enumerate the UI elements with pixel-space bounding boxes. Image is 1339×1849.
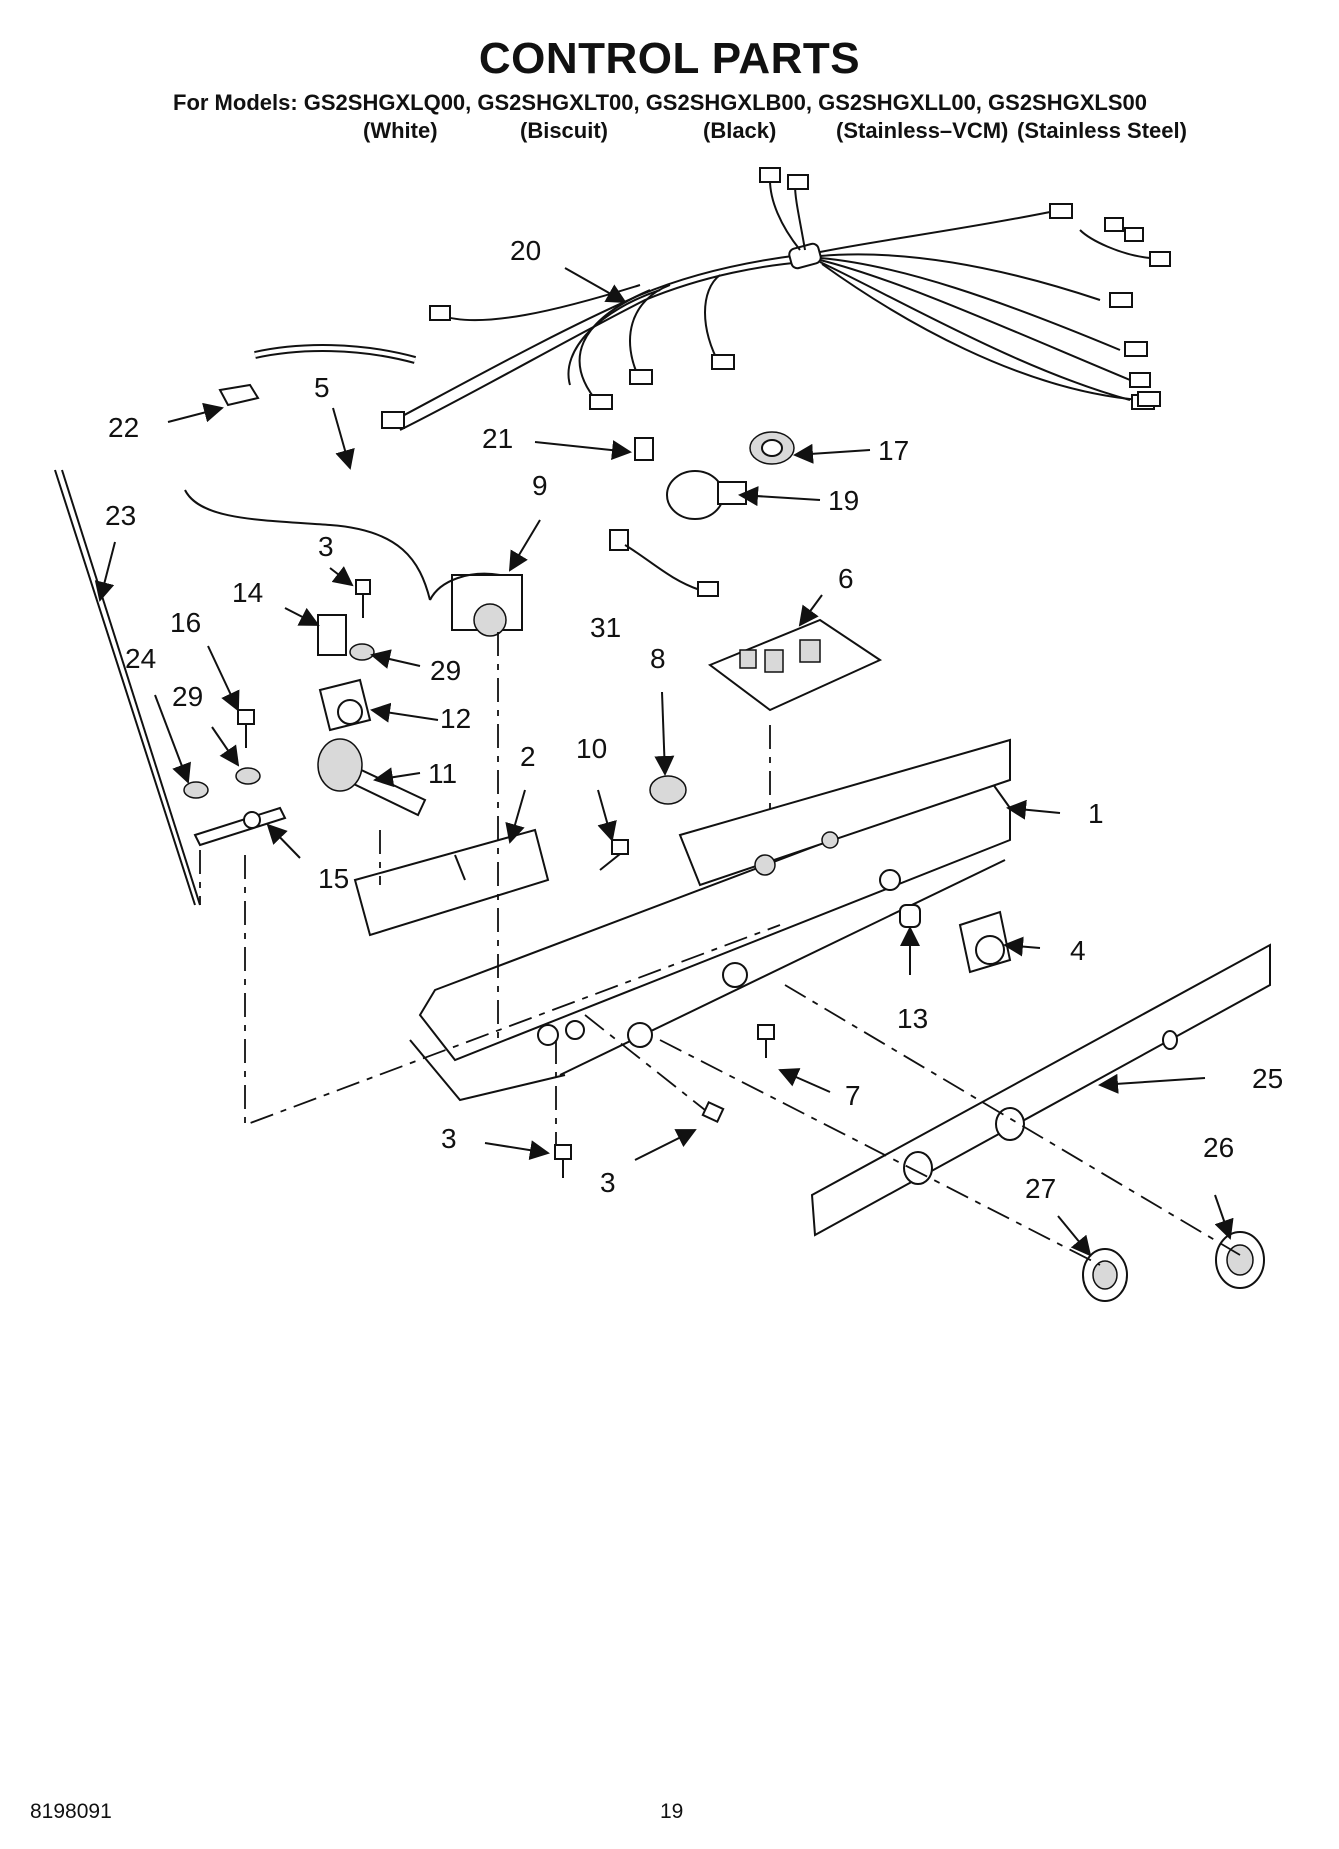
- lever-15: [193, 806, 287, 847]
- callout-2: 2: [520, 741, 536, 772]
- callout-25: 25: [1252, 1063, 1283, 1094]
- bracket-2: [353, 828, 550, 937]
- callout-14: 14: [232, 577, 263, 608]
- page-number: 19: [660, 1800, 684, 1823]
- finish-white: (White): [363, 118, 438, 143]
- callout-3-lower: 3: [441, 1123, 457, 1154]
- tube-5: [254, 344, 417, 364]
- callout-15: 15: [318, 863, 349, 894]
- callout-9: 9: [532, 470, 548, 501]
- callout-19: 19: [828, 485, 859, 516]
- bulb-19: [666, 470, 747, 520]
- callout-23: 23: [105, 500, 136, 531]
- callout-17: 17: [878, 435, 909, 466]
- callout-29-upper: 29: [430, 655, 461, 686]
- rod-23: [54, 469, 201, 906]
- washer-29-lower: [235, 767, 261, 785]
- fuse-21: [634, 437, 654, 461]
- callout-8: 8: [650, 643, 666, 674]
- finish-stainless-steel: (Stainless Steel): [1017, 118, 1187, 143]
- bracket-14: [317, 614, 347, 656]
- document-number: 8198091: [30, 1800, 112, 1823]
- callout-1: 1: [1088, 798, 1104, 829]
- callout-labels: 20 22 5 21 17 19 9 23 3 14 31 6 16 29 24…: [105, 235, 1283, 1204]
- callout-21: 21: [482, 423, 513, 454]
- callout-5: 5: [314, 372, 330, 403]
- callout-24: 24: [125, 643, 156, 674]
- screw-10: [599, 839, 629, 871]
- control-board-6: [707, 618, 883, 712]
- callout-4: 4: [1070, 935, 1086, 966]
- screw-16: [237, 709, 255, 748]
- finish-black: (Black): [703, 118, 777, 143]
- screw-7: [757, 1024, 775, 1058]
- screw-3-right: [701, 1100, 725, 1124]
- model-list: For Models: GS2SHGXLQ00, GS2SHGXLT00, GS…: [173, 90, 1147, 115]
- finish-stainless-vcm: (Stainless–VCM): [836, 118, 1009, 143]
- callout-7: 7: [845, 1080, 861, 1111]
- callout-22: 22: [108, 412, 139, 443]
- washer-24: [183, 781, 209, 799]
- callout-26: 26: [1203, 1132, 1234, 1163]
- socket-17: [749, 431, 795, 465]
- alignment-lines: [199, 632, 1241, 1266]
- capillary-wire: [184, 489, 431, 601]
- shaft-11: [317, 738, 427, 817]
- screw-3-lower: [554, 1144, 572, 1178]
- knob-27: [1082, 1248, 1128, 1302]
- callout-6: 6: [838, 563, 854, 594]
- callout-11: 11: [428, 758, 457, 789]
- page-title: CONTROL PARTS: [478, 34, 861, 83]
- callout-31: 31: [590, 612, 621, 643]
- finish-biscuit: (Biscuit): [520, 118, 608, 143]
- bracket-12: [318, 678, 372, 732]
- grommet-8: [649, 775, 687, 805]
- leader-arrows: [94, 267, 1234, 1257]
- callout-16: 16: [170, 607, 201, 638]
- callout-27: 27: [1025, 1173, 1056, 1204]
- button-13: [899, 904, 921, 928]
- callout-20: 20: [510, 235, 541, 266]
- switch-4: [958, 910, 1012, 974]
- console-panel-25: [810, 943, 1271, 1237]
- thermostat-9: [429, 572, 523, 637]
- callout-29-lower: 29: [172, 681, 203, 712]
- clip-22: [218, 383, 260, 407]
- callout-3-upper: 3: [318, 531, 334, 562]
- callout-13: 13: [897, 1003, 928, 1034]
- callout-3-right: 3: [600, 1167, 616, 1198]
- washer-29-upper: [349, 643, 375, 661]
- knob-26: [1215, 1231, 1265, 1289]
- callout-12: 12: [440, 703, 471, 734]
- wire-harness: [381, 167, 1171, 431]
- control-housing-1: [409, 738, 1011, 1102]
- wire-lead-31: [609, 529, 719, 597]
- screw-3-upper: [355, 579, 371, 618]
- callout-10: 10: [576, 733, 607, 764]
